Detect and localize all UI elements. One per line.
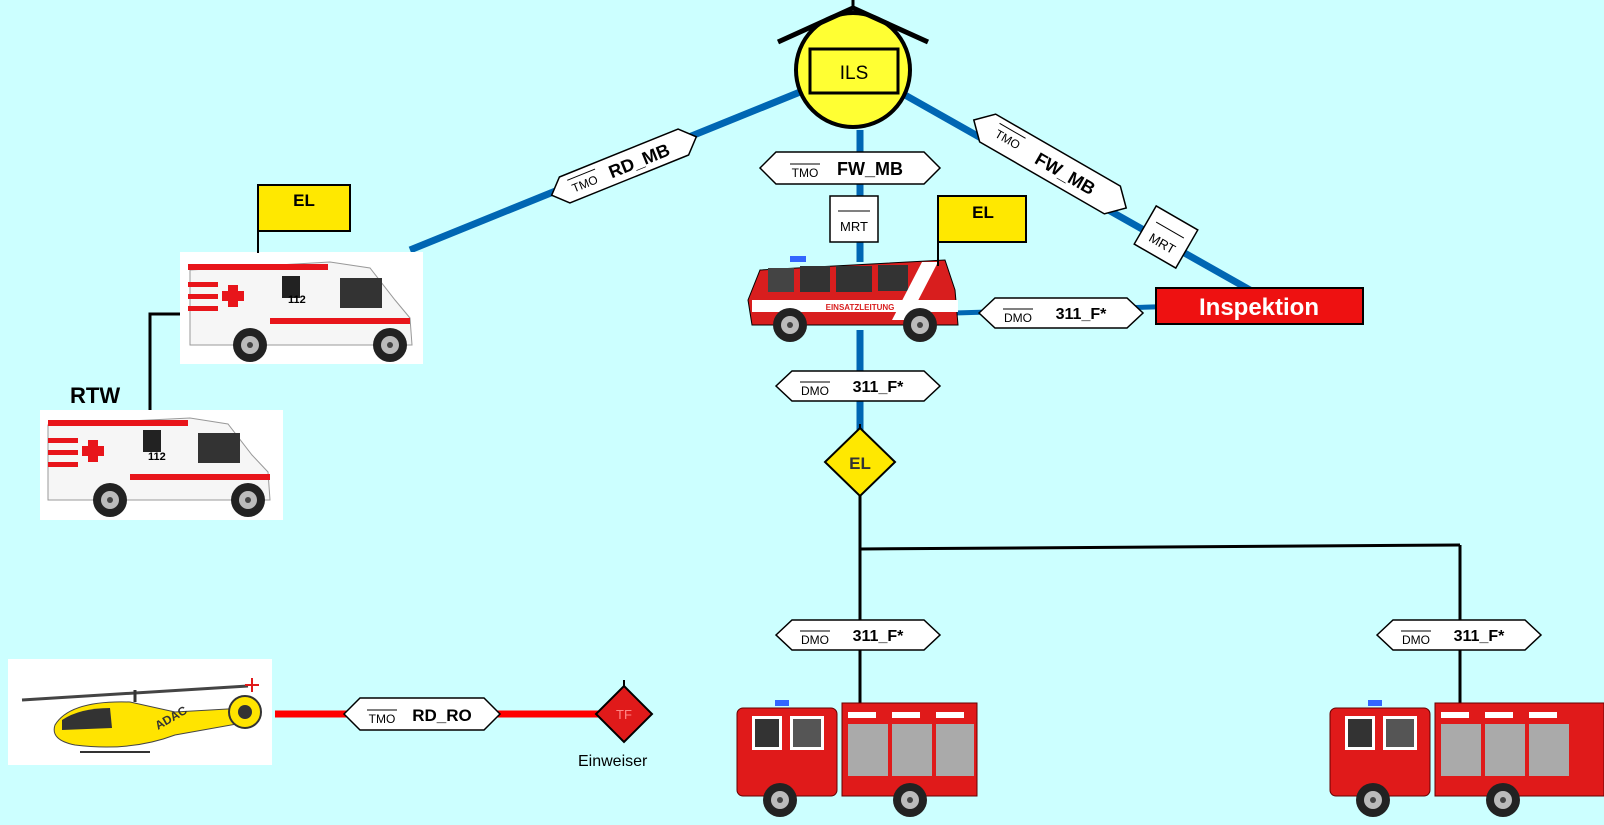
fw-mb-center-name: FW_MB <box>837 159 903 179</box>
rd-ro-name: RD_RO <box>412 706 472 725</box>
tf-diamond-label: TF <box>616 707 632 722</box>
tf-diamond[interactable]: TF <box>594 680 654 744</box>
ambulance-upper[interactable]: 112 <box>180 252 423 364</box>
dmo-truck2-name: 311_F* <box>1454 628 1505 645</box>
inspektion-label: Inspektion <box>1199 294 1319 321</box>
fire-truck-2[interactable] <box>1329 700 1604 817</box>
fire-truck-1[interactable] <box>735 700 980 817</box>
command-van[interactable]: EINSATZLEITUNG <box>747 256 959 342</box>
einweiser-label: Einweiser <box>578 753 648 770</box>
link-label-dmo-inspektion[interactable]: DMO 311_F* <box>977 297 1145 329</box>
link-label-rd-ro[interactable]: TMO RD_RO <box>342 697 502 731</box>
rd-ro-prefix: TMO <box>369 712 396 726</box>
line-ambulance-rtw <box>148 312 180 420</box>
dmo-inspektion-name: 311_F* <box>1056 306 1107 323</box>
mrt-center-label: MRT <box>840 219 868 234</box>
ils-node[interactable]: ILS <box>776 0 930 129</box>
mrt-center[interactable]: MRT <box>829 195 879 243</box>
fw-mb-center-prefix: TMO <box>792 166 819 180</box>
ambulance-rtw-number: 112 <box>148 451 166 463</box>
ambulance-rtw[interactable]: 112 <box>40 410 283 520</box>
link-label-dmo-el[interactable]: DMO 311_F* <box>774 370 942 402</box>
dmo-inspektion-prefix: DMO <box>1004 311 1032 325</box>
mrt-right[interactable]: MRT <box>1133 204 1199 270</box>
el-flag-left[interactable]: EL <box>257 184 351 253</box>
link-label-rd-mb[interactable]: TMO RD_MB <box>546 124 701 208</box>
el-flag-center-label: EL <box>972 203 994 222</box>
inspektion-node[interactable]: Inspektion <box>1155 287 1364 325</box>
link-label-dmo-truck2[interactable]: DMO 311_F* <box>1375 619 1543 651</box>
line-branch-horizontal <box>859 543 1461 551</box>
el-flag-left-label: EL <box>293 191 315 210</box>
dmo-truck1-prefix: DMO <box>801 633 829 647</box>
van-label: EINSATZLEITUNG <box>826 303 895 312</box>
dmo-el-prefix: DMO <box>801 384 829 398</box>
el-diamond-label: EL <box>849 454 871 473</box>
link-label-fw-mb-center[interactable]: TMO FW_MB <box>758 151 942 185</box>
ambulance-upper-number: 112 <box>288 294 306 306</box>
rescue-helicopter[interactable]: ADAC <box>8 659 272 765</box>
el-flag-center[interactable]: EL <box>937 195 1027 266</box>
link-label-dmo-truck1[interactable]: DMO 311_F* <box>774 619 942 651</box>
dmo-truck1-name: 311_F* <box>853 628 904 645</box>
dmo-truck2-prefix: DMO <box>1402 633 1430 647</box>
dmo-el-name: 311_F* <box>853 379 904 396</box>
ils-label: ILS <box>840 63 869 84</box>
el-diamond[interactable]: EL <box>823 424 897 498</box>
rtw-label: RTW <box>70 383 120 408</box>
